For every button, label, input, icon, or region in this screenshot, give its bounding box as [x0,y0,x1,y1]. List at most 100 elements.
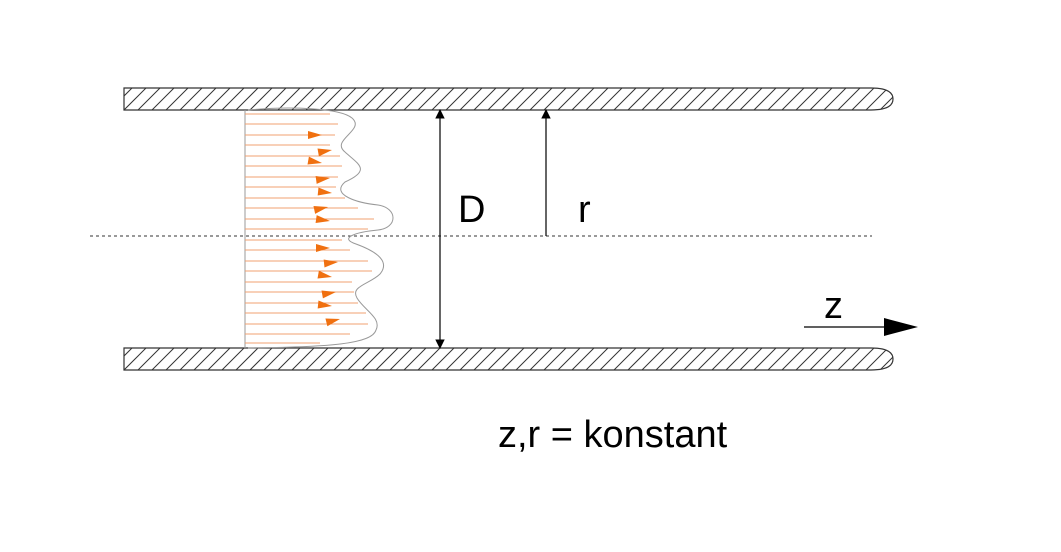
hatch-line [249,348,273,370]
hatch-line [669,348,693,370]
flow-arrowhead [321,290,336,299]
hatch-line [781,88,805,110]
hatch-line [487,88,511,110]
hatch-line [865,88,889,110]
hatch-line [445,348,469,370]
hatch-line [655,348,679,370]
hatch-line [908,348,930,370]
hatch-line [543,348,567,370]
hatch-line [291,348,315,370]
hatch-line [221,88,245,110]
hatch-line [599,348,623,370]
hatch-line [795,88,819,110]
hatch-line [319,348,343,370]
hatch-line [837,348,861,370]
hatch-line [487,348,511,370]
hatch-line [151,348,175,370]
flow-arrowhead [308,131,322,139]
hatch-line [543,88,567,110]
hatch-line [151,88,175,110]
hatch-line [908,88,930,110]
radius-label: r [578,189,591,231]
hatch-line [137,88,161,110]
hatch-line [809,348,833,370]
hatch-line [235,348,259,370]
hatch-line [641,348,665,370]
hatch-line [207,88,231,110]
hatch-line [179,348,203,370]
hatch-line [375,88,399,110]
hatch-line [221,348,245,370]
flow-arrowhead [313,205,328,214]
diameter-label: D [458,189,485,231]
hatch-line [753,348,777,370]
hatch-line [683,348,707,370]
hatch-line [879,348,893,370]
hatch-line [124,348,133,370]
hatch-line [277,348,301,370]
top-pipe-wall [123,87,930,111]
hatch-line [165,88,189,110]
hatch-line [263,88,287,110]
hatch-line [124,88,133,110]
hatch-line [277,88,301,110]
hatch-line [711,88,735,110]
hatch-line [557,348,581,370]
hatch-line [235,88,259,110]
bottom-pipe-wall [123,347,930,371]
hatch-line [683,88,707,110]
hatch-line [347,88,371,110]
hatch-line [767,88,791,110]
hatch-line [613,88,637,110]
hatch-line [291,88,315,110]
flow-arrows [307,131,340,327]
hatch-line [403,88,427,110]
hatch-line [739,348,763,370]
hatch-line [894,88,916,110]
hatch-line [711,348,735,370]
flow-arrowhead [323,259,338,268]
axis-label-z: z [824,285,843,327]
velocity-profile [244,107,394,349]
hatch-line [571,88,595,110]
hatch-line [193,88,217,110]
hatch-line [473,348,497,370]
hatch-line [501,348,525,370]
flow-arrowhead [317,148,332,157]
hatch-line [319,88,343,110]
hatch-line [389,88,413,110]
hatch-line [529,88,553,110]
hatch-line [515,348,539,370]
hatch-line [389,348,413,370]
hatch-line [347,348,371,370]
hatch-line [627,88,651,110]
hatch-line [501,88,525,110]
hatch-line [894,348,916,370]
hatch-line [627,348,651,370]
hatch-line [459,88,483,110]
hatch-line [305,88,329,110]
hatch-line [697,348,721,370]
flow-lines [245,113,374,344]
hatch-line [585,348,609,370]
hatch-line [529,348,553,370]
hatch-line [767,348,791,370]
hatch-line [263,348,287,370]
hatch-line [361,348,385,370]
hatch-line [809,88,833,110]
hatch-line [445,88,469,110]
hatch-line [613,348,637,370]
profile-outline [247,107,394,349]
hatch-line [431,348,455,370]
hatch-line [669,88,693,110]
flow-arrowhead [315,175,330,184]
hatch-line [725,348,749,370]
hatch-line [823,348,847,370]
flow-arrowhead [325,318,340,327]
hatch-line [165,348,189,370]
hatch-line [473,88,497,110]
hatch-line [837,88,861,110]
hatch-line [417,88,441,110]
hatch-line [865,348,889,370]
